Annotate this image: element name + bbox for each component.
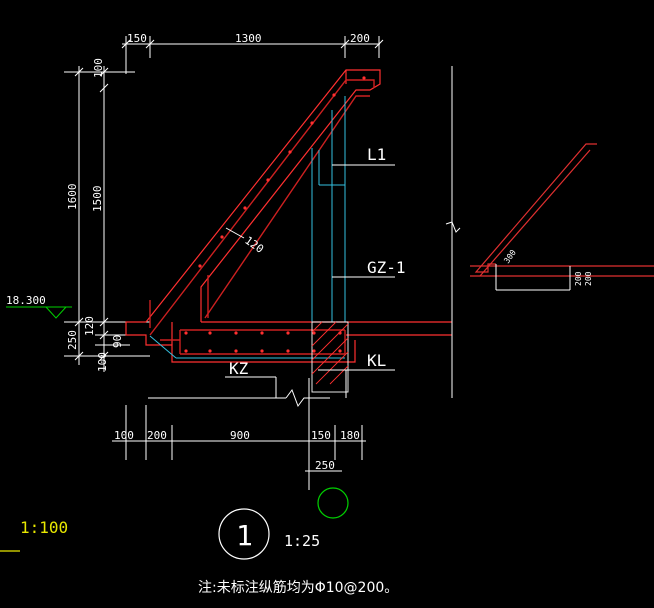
- elevation-label: 18.300: [6, 294, 46, 307]
- label-gz1: GZ-1: [367, 258, 406, 277]
- dim-left-250: 250: [66, 330, 79, 350]
- detail-dim-200a: 200: [574, 271, 583, 286]
- axis-lines: [112, 66, 461, 490]
- dim-top-1300: 1300: [235, 32, 262, 45]
- column-hatch: [311, 321, 349, 393]
- column-outline: [149, 96, 346, 359]
- label-kz: KZ: [229, 359, 249, 378]
- dim-bottom-900: 900: [230, 429, 250, 442]
- dim-left-120: 120: [83, 316, 96, 336]
- detail-sketch: [470, 143, 654, 291]
- detail-scale: 1:25: [284, 532, 320, 550]
- dim-bottom-200: 200: [147, 429, 167, 442]
- detail-number-circle: [218, 508, 270, 560]
- dim-bottom-180: 180: [340, 429, 360, 442]
- dim-bottom-100: 100: [114, 429, 134, 442]
- rebar-dots: [184, 76, 366, 353]
- detail-dim-200b: 200: [584, 271, 593, 286]
- dim-bottom-250: 250: [315, 459, 335, 472]
- elevation-mark: [6, 306, 72, 319]
- detail-dim-300: 300: [502, 248, 518, 265]
- dim-left-100b: 100: [96, 352, 109, 372]
- dim-bottom-150: 150: [311, 429, 331, 442]
- dim-slab-thickness: 120: [242, 234, 266, 256]
- left-dimension: [64, 66, 150, 372]
- concrete-outline: [125, 69, 452, 363]
- dim-left-1600: 1600: [66, 184, 79, 211]
- dim-left-100: 100: [92, 58, 105, 78]
- dim-left-1500: 1500: [91, 186, 104, 213]
- dim-top-200: 200: [350, 32, 370, 45]
- label-leaders: [225, 164, 395, 398]
- sheet-scale: 1:100: [20, 518, 68, 537]
- dim-top-150: 150: [127, 32, 147, 45]
- label-l1: L1: [367, 145, 386, 164]
- general-note: 注:未标注纵筋均为Φ10@200。: [198, 579, 398, 596]
- label-kl: KL: [367, 351, 386, 370]
- rebar: [149, 79, 375, 355]
- detail-number: 1: [236, 519, 253, 552]
- axis-bubble: [317, 487, 349, 519]
- top-dimension: [121, 36, 384, 74]
- dim-left-90: 90: [111, 335, 124, 348]
